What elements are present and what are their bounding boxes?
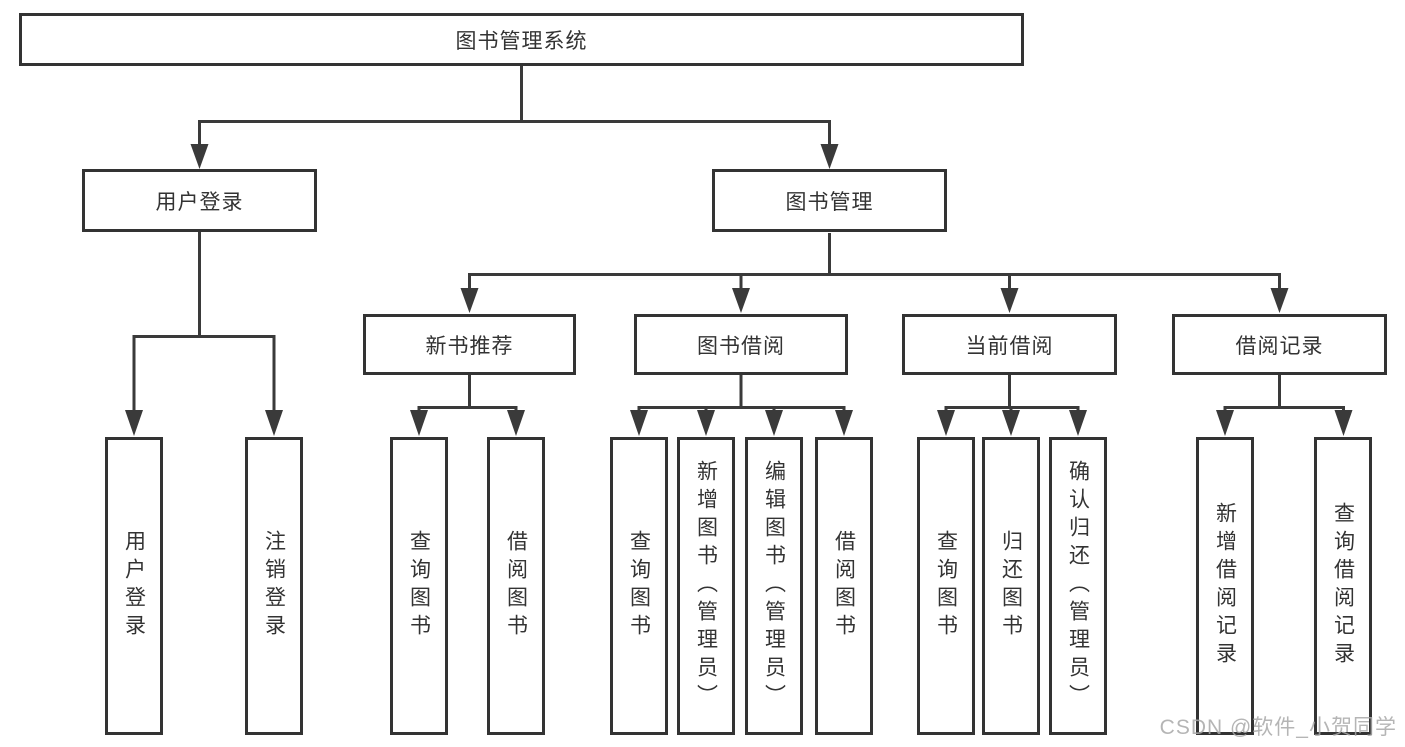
leaf-label: 查询图书 <box>627 530 651 642</box>
node-new-book-recommend: 新书推荐 <box>363 314 576 375</box>
leaf-label: 新增借阅记录 <box>1213 502 1237 670</box>
leaf-return-books: 归还图书 <box>982 437 1040 735</box>
leaf-user-login: 用户登录 <box>105 437 163 735</box>
leaf-edit-books-admin: 编辑图书（管理员） <box>745 437 803 735</box>
leaf-label: 借阅图书 <box>832 530 856 642</box>
leaf-label: 注销登录 <box>262 530 286 642</box>
leaf-label: 查询图书 <box>407 530 431 642</box>
node-book-management: 图书管理 <box>712 169 947 232</box>
leaf-query-books-2: 查询图书 <box>610 437 668 735</box>
leaf-logout-login: 注销登录 <box>245 437 303 735</box>
node-library-system: 图书管理系统 <box>19 13 1024 66</box>
node-borrowing-records: 借阅记录 <box>1172 314 1387 375</box>
leaf-add-books-admin: 新增图书（管理员） <box>677 437 735 735</box>
leaf-query-books-1: 查询图书 <box>390 437 448 735</box>
leaf-borrow-books-2: 借阅图书 <box>815 437 873 735</box>
node-current-borrowing: 当前借阅 <box>902 314 1117 375</box>
leaf-label: 归还图书 <box>999 530 1023 642</box>
leaf-label: 借阅图书 <box>504 530 528 642</box>
leaf-label: 确认归还（管理员） <box>1066 460 1090 712</box>
leaf-query-books-3: 查询图书 <box>917 437 975 735</box>
leaf-label: 查询图书 <box>934 530 958 642</box>
node-book-borrowing: 图书借阅 <box>634 314 848 375</box>
csdn-watermark: CSDN @软件_小贺同学 <box>1159 716 1397 739</box>
leaf-label: 新增图书（管理员） <box>694 460 718 712</box>
leaf-borrow-books-1: 借阅图书 <box>487 437 545 735</box>
leaf-query-borrow-record: 查询借阅记录 <box>1314 437 1372 735</box>
node-user-login: 用户登录 <box>82 169 317 232</box>
leaf-add-borrow-record: 新增借阅记录 <box>1196 437 1254 735</box>
leaf-label: 编辑图书（管理员） <box>762 460 786 712</box>
leaf-label: 用户登录 <box>122 530 146 642</box>
leaf-label: 查询借阅记录 <box>1331 502 1355 670</box>
leaf-confirm-return-admin: 确认归还（管理员） <box>1049 437 1107 735</box>
